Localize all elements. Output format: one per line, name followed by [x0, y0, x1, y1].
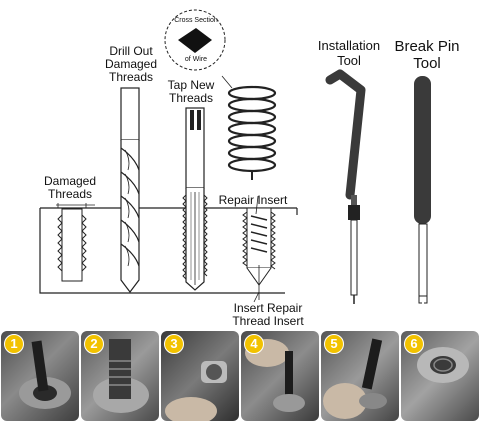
break-pin-photo-icon: [323, 338, 387, 419]
tap-new-line2: Threads: [168, 91, 214, 105]
step-badge-5: 5: [324, 334, 344, 354]
coil-insert: [227, 85, 277, 180]
drill-out-line3: Threads: [108, 70, 154, 84]
step-photo-2: 2: [81, 331, 159, 421]
installation-line1: Installation: [317, 38, 381, 53]
step-photo-3: 3: [161, 331, 239, 421]
installation-line2: Tool: [337, 53, 361, 68]
finished-thread-photo-icon: [417, 347, 469, 383]
step-photo-6: 6: [401, 331, 479, 421]
tap-new-label: Tap New Threads: [158, 79, 224, 105]
damaged-threads-hole: [56, 203, 95, 282]
drill-out-label: Drill Out Damaged Threads: [96, 45, 166, 84]
insert-photo-icon: [165, 361, 227, 421]
drill-photo-icon: [19, 340, 71, 409]
tap-new-line1: Tap New: [167, 78, 215, 92]
step-photo-1: 1: [1, 331, 79, 421]
repair-insert-label: Repair Insert: [218, 193, 288, 207]
repair-insert-pointer: [255, 195, 259, 215]
step-badge-6: 6: [404, 334, 424, 354]
break-pin-tool: [414, 76, 431, 304]
cross-section-line1: Cross Section: [174, 17, 218, 24]
cross-section-label: Cross Section: [168, 17, 224, 25]
break-pin-line2: Tool: [413, 55, 441, 72]
damaged-line2: Threads: [47, 187, 93, 201]
tap-tool: [182, 107, 208, 291]
insert-repair-label: Insert Repair Thread Insert: [226, 302, 310, 328]
installation-tool-label: Installation Tool: [311, 38, 387, 68]
step-photo-strip: 1 2 3 4 5: [0, 331, 480, 423]
break-pin-line1: Break Pin: [394, 38, 460, 55]
cross-section-label-2: of Wire: [184, 56, 208, 63]
drill-bit: [120, 87, 140, 293]
step-photo-4: 4: [241, 331, 319, 421]
repair-process-diagram: [39, 9, 431, 304]
repaired-hole: [242, 207, 276, 300]
cross-section-bubble: [164, 9, 226, 71]
drill-out-line2: Damaged: [104, 57, 158, 71]
step-badge-1: 1: [4, 334, 24, 354]
damaged-threads-label: Damaged Threads: [38, 175, 102, 201]
step-badge-4: 4: [244, 334, 264, 354]
step-badge-3: 3: [164, 334, 184, 354]
insert-repair-pointer: [253, 291, 260, 303]
insert-repair-line1: Insert Repair: [233, 301, 303, 315]
damaged-line1: Damaged: [43, 174, 97, 188]
installation-tool: [325, 69, 366, 304]
tap-photo-icon: [93, 339, 149, 413]
insert-repair-line2: Thread Insert: [232, 314, 304, 328]
step-photo-5: 5: [321, 331, 399, 421]
break-pin-tool-label: Break Pin Tool: [386, 38, 468, 72]
cross-section-pointer: [221, 75, 233, 89]
drill-out-line1: Drill Out: [109, 44, 153, 58]
step-badge-2: 2: [84, 334, 104, 354]
